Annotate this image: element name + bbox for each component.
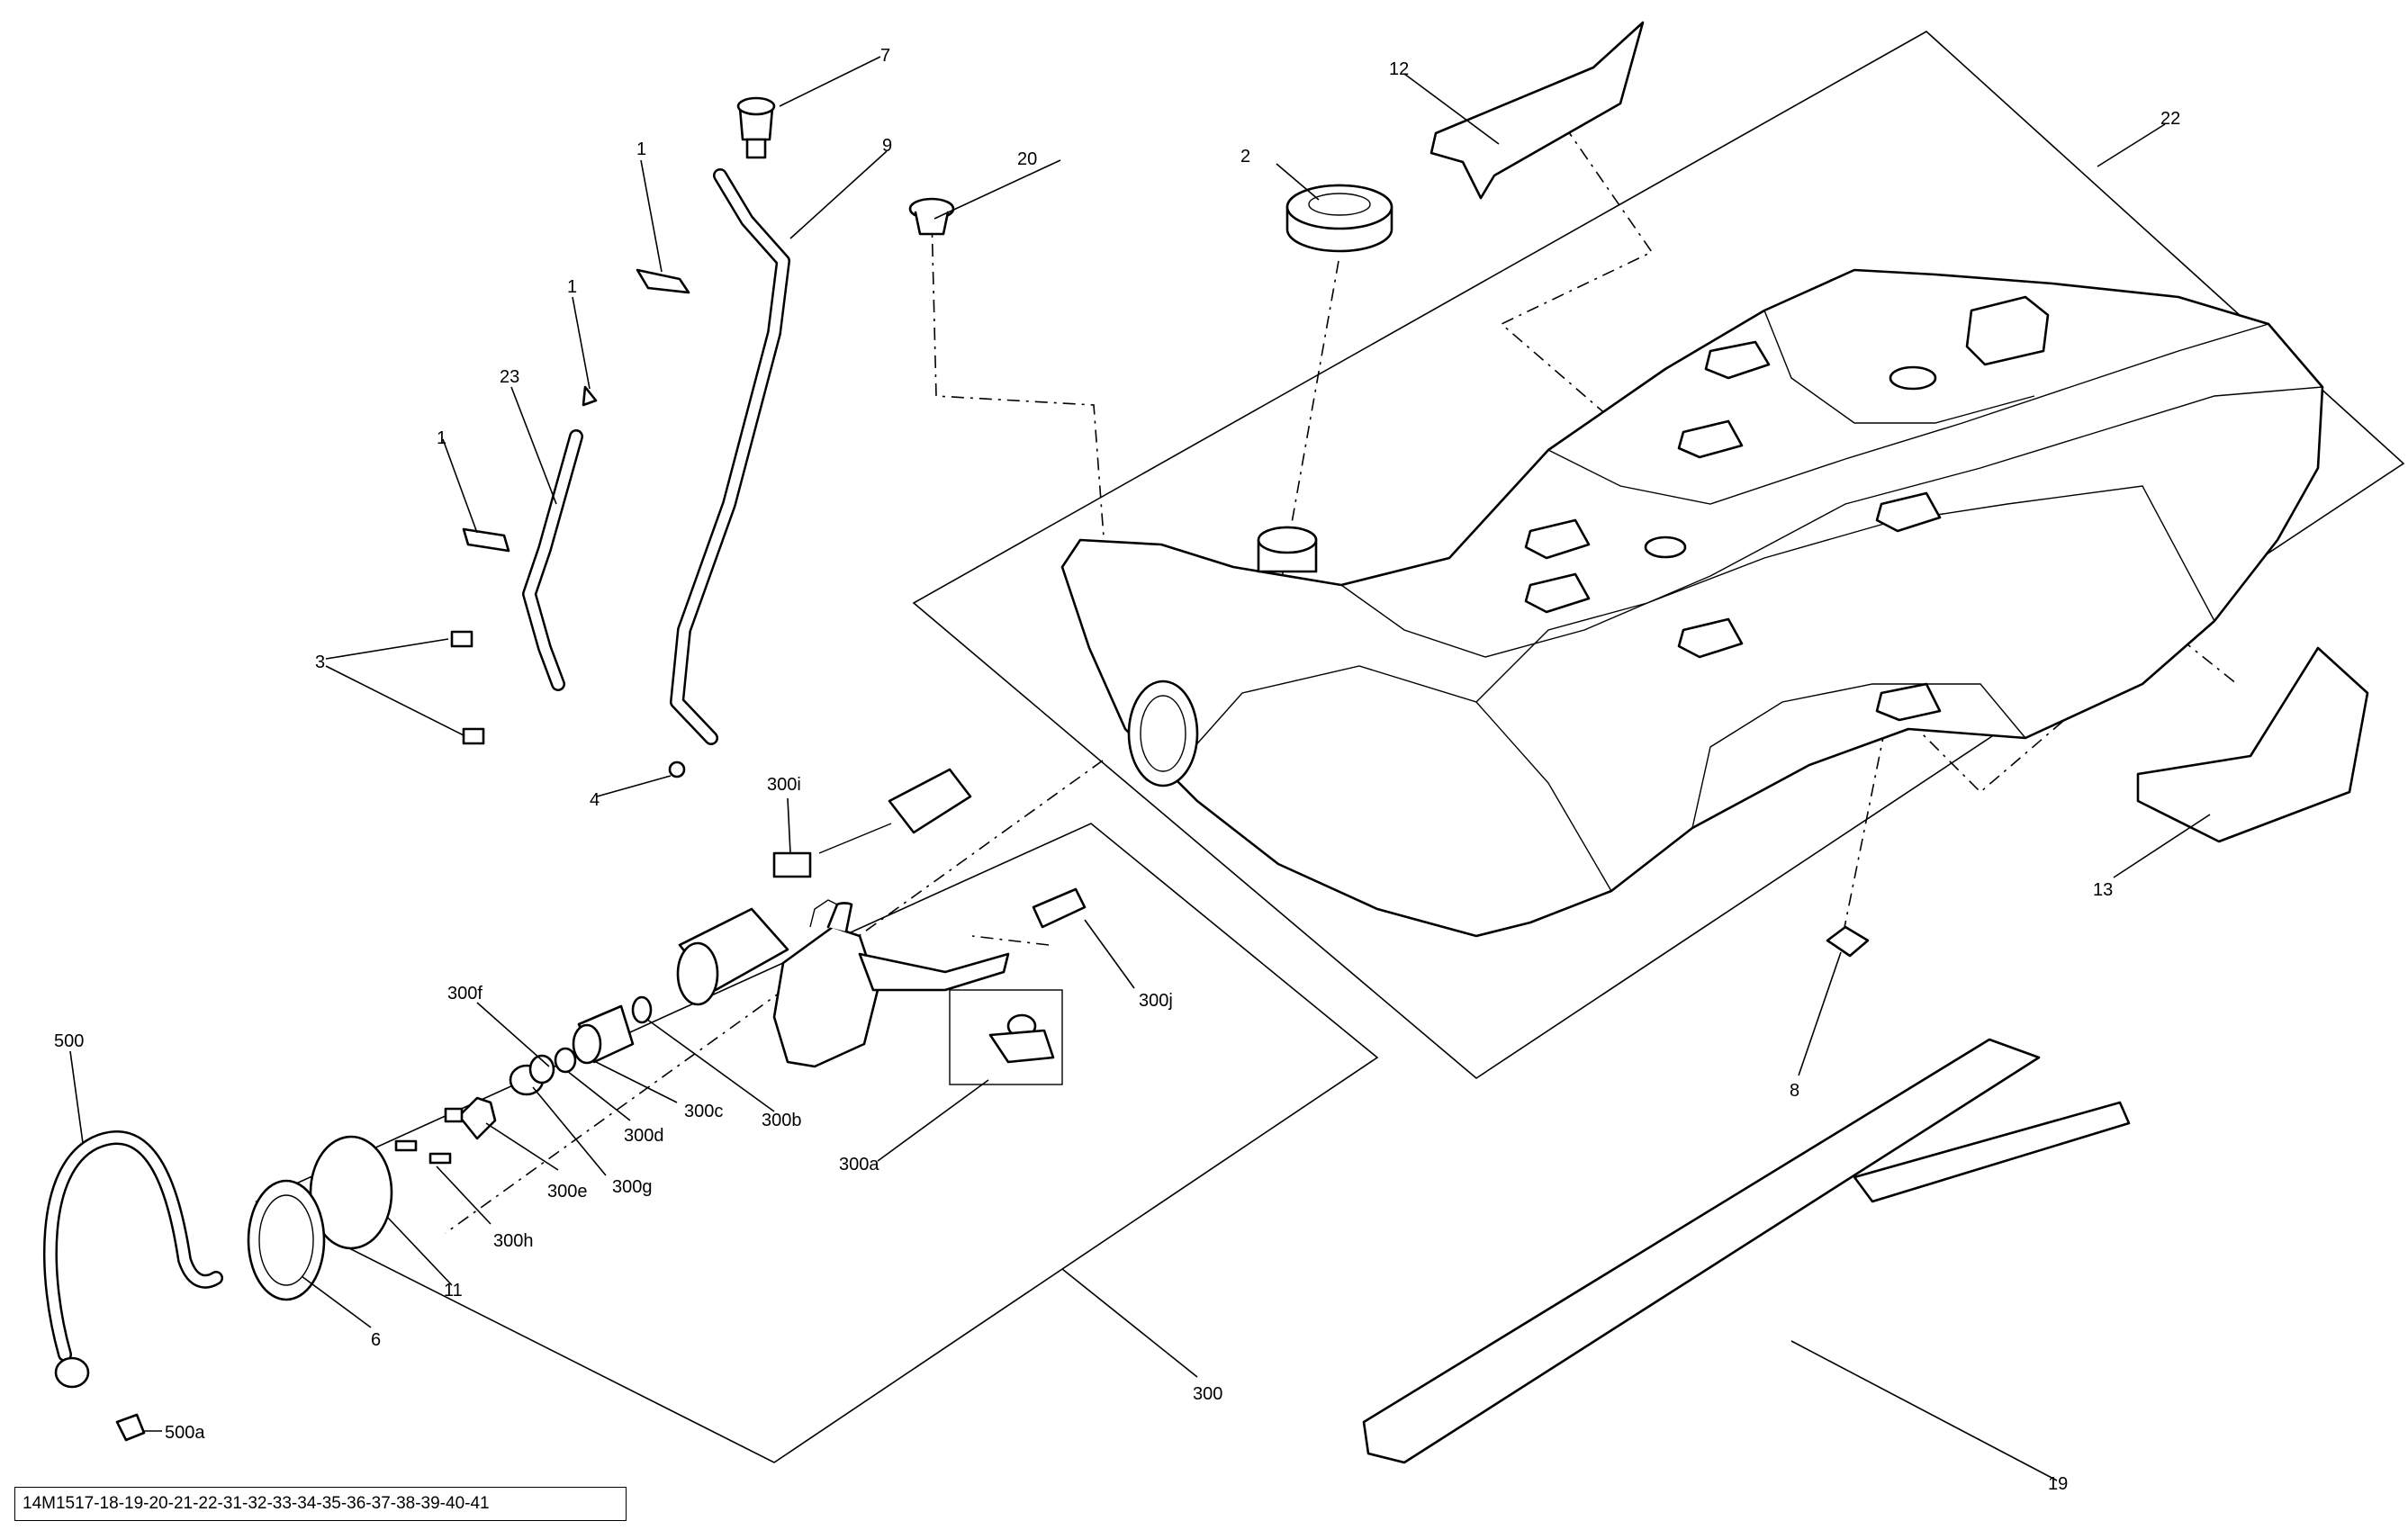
heat-shield-13 (2136, 646, 2369, 843)
fuel-cap-2 (1285, 184, 1393, 253)
callout-300j: 300j (1139, 991, 1173, 1011)
clip-500a (115, 1413, 146, 1442)
fuel-tank (1060, 268, 2324, 938)
seal-11 (309, 1135, 393, 1250)
callout-300: 300 (1193, 1384, 1222, 1404)
callout-300d: 300d (624, 1126, 664, 1146)
callout-8: 8 (1790, 1081, 1799, 1101)
fuel-pump-group-frame (255, 823, 1379, 1463)
callout-500a: 500a (165, 1423, 205, 1443)
regulator-300e (444, 1096, 497, 1140)
sensor-300i (772, 768, 972, 878)
tank-pad-small (1853, 1101, 2131, 1203)
grommet-20 (908, 197, 955, 236)
leader-lines (69, 56, 2211, 1481)
fuel-level-sender-300a (949, 989, 1063, 1085)
callout-1-lower: 1 (437, 428, 446, 448)
clamp-1-upper (636, 268, 690, 294)
rollover-valve-7 (736, 96, 776, 159)
callout-13: 13 (2093, 880, 2113, 900)
ring-300d (554, 1047, 577, 1074)
lock-ring-6 (247, 1179, 326, 1301)
callout-4: 4 (590, 790, 600, 810)
pin-300h-lower (428, 1152, 452, 1165)
clamp-4 (668, 760, 686, 778)
callout-12: 12 (1389, 59, 1409, 79)
callout-300a: 300a (839, 1155, 879, 1174)
filter-300c (572, 1004, 635, 1065)
callout-6: 6 (371, 1330, 381, 1350)
fitting-300j (1032, 887, 1087, 929)
callout-11: 11 (444, 1281, 463, 1300)
ring-300f (528, 1054, 555, 1084)
callout-300c: 300c (684, 1102, 723, 1121)
callout-19: 19 (2048, 1474, 2068, 1494)
fuel-hose-500 (42, 1130, 223, 1389)
diagram-code-box: 14M1517-18-19-20-21-22-31-32-33-34-35-36… (14, 1487, 627, 1521)
callout-20: 20 (1017, 149, 1037, 169)
hose-23 (522, 429, 583, 691)
fuel-tank-group-frame (912, 31, 2405, 1079)
callout-7: 7 (880, 46, 890, 66)
callout-3: 3 (315, 652, 325, 672)
vent-tube-9 (670, 168, 790, 745)
clamp-1-lower (462, 527, 510, 553)
callout-9: 9 (882, 136, 892, 156)
clamp-1-middle (582, 385, 598, 407)
o-ring-300b (631, 995, 653, 1024)
callout-300g: 300g (612, 1177, 653, 1197)
callout-labels: 1 1 1 2 3 4 6 7 8 9 11 12 13 19 20 22 23… (54, 46, 2180, 1494)
callout-1-middle: 1 (567, 277, 577, 297)
callout-2: 2 (1240, 147, 1250, 166)
clip-3-lower (462, 727, 485, 745)
callout-300h: 300h (493, 1231, 534, 1251)
callout-23: 23 (500, 367, 519, 387)
tank-pad-19 (1362, 1038, 2041, 1464)
callout-300i: 300i (767, 775, 801, 795)
clip-3-upper (450, 630, 473, 648)
pin-300h-upper (394, 1139, 418, 1152)
callout-500: 500 (54, 1031, 84, 1051)
callout-22: 22 (2160, 109, 2180, 129)
fuel-pump-300 (676, 899, 1010, 1068)
heat-shield-12 (1429, 21, 1645, 200)
callout-1-upper: 1 (636, 140, 646, 159)
callout-300e: 300e (547, 1182, 588, 1202)
nut-8 (1826, 925, 1870, 958)
diagram-code: 14M1517-18-19-20-21-22-31-32-33-34-35-36… (23, 1494, 490, 1513)
callout-300b: 300b (762, 1111, 802, 1130)
callout-300f: 300f (447, 984, 483, 1004)
